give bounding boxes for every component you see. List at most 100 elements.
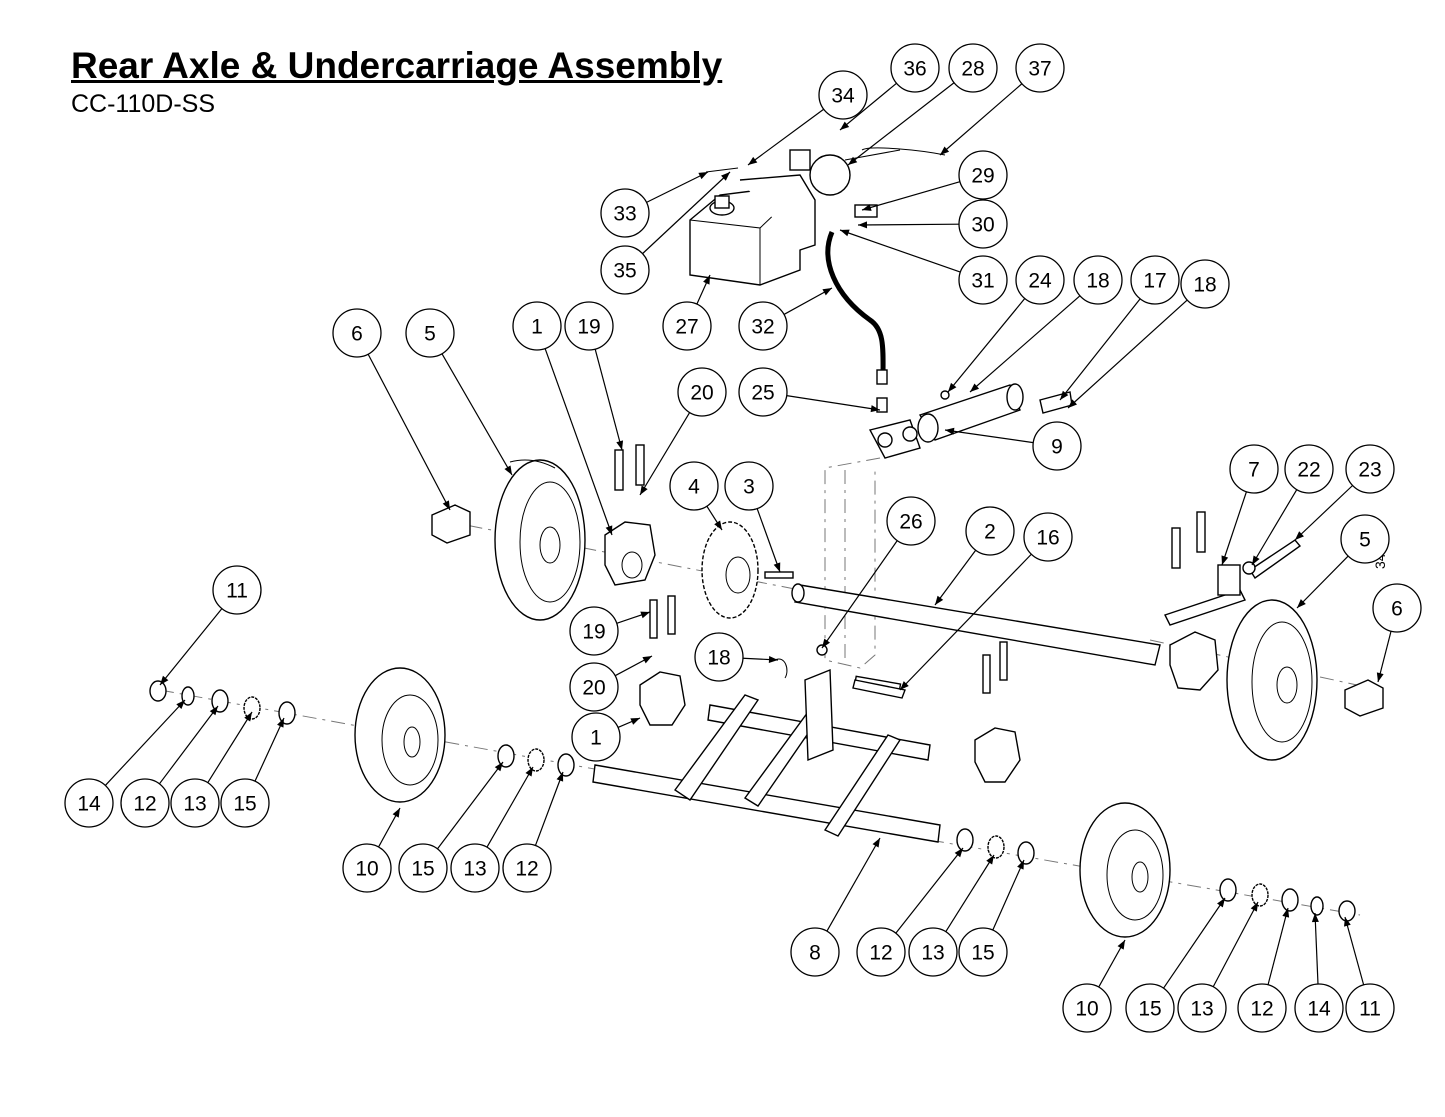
- drive-sprocket: [701, 521, 794, 619]
- callout-c37: 37: [1015, 43, 1065, 93]
- right-caster-wheel: [1079, 802, 1171, 938]
- leader-line-c29: [861, 181, 961, 211]
- callout-circle: [1177, 983, 1227, 1033]
- callout-circle: [1015, 255, 1065, 305]
- callout-c6a: 6: [332, 308, 382, 358]
- leader-arrowhead-c32: [822, 288, 832, 296]
- leader-line-c5b: [1296, 555, 1349, 609]
- leader-arrowhead-c12a: [209, 706, 218, 716]
- leader-line-c9: [944, 429, 1034, 444]
- leader-arrowhead-c36: [840, 121, 850, 130]
- callout-c5b: 5: [1340, 514, 1390, 564]
- leader-line-c32: [783, 287, 833, 315]
- callout-circle: [1032, 421, 1082, 471]
- callout-circle: [212, 565, 262, 615]
- leader-line-c18a: [969, 295, 1081, 393]
- leader-line-c12d: [1267, 907, 1289, 985]
- callout-c13b: 13: [450, 843, 500, 893]
- callout-circle: [1130, 255, 1180, 305]
- callout-number: 24: [1028, 270, 1052, 293]
- callout-circle: [569, 606, 619, 656]
- leader-line-c25: [786, 395, 881, 411]
- callout-number: 7: [1248, 459, 1260, 482]
- callout-circle: [120, 778, 170, 828]
- callout-number: 13: [1190, 998, 1213, 1021]
- callout-c22: 22: [1284, 444, 1334, 494]
- leader-line-c37: [939, 83, 1023, 156]
- callout-c15d: 15: [1125, 983, 1175, 1033]
- callout-number: 12: [133, 793, 156, 816]
- callout-c1b: 1: [571, 712, 621, 762]
- leader-line-c35: [642, 171, 731, 255]
- callout-number: 37: [1028, 58, 1051, 81]
- right-drive-wheel: 34: [1226, 553, 1388, 761]
- leader-line-c19a: [594, 349, 623, 451]
- callout-number: 29: [971, 165, 994, 188]
- callout-c14a: 14: [64, 778, 114, 828]
- leader-line-c12a: [158, 705, 219, 785]
- leader-line-c6a: [367, 353, 451, 511]
- callout-c32: 32: [738, 301, 788, 351]
- callout-circle: [818, 70, 868, 120]
- callout-c24: 24: [1015, 255, 1065, 305]
- callout-circle: [886, 496, 936, 546]
- leader-line-c22: [1251, 489, 1298, 566]
- callout-circle: [1015, 43, 1065, 93]
- callout-circle: [1073, 255, 1123, 305]
- callout-number: 5: [1359, 529, 1371, 552]
- callout-circle: [1062, 983, 1112, 1033]
- callout-circle: [1294, 983, 1344, 1033]
- pins-and-clips: [774, 644, 906, 699]
- callout-number: 34: [831, 85, 855, 108]
- callout-number: 35: [613, 260, 636, 283]
- callout-circle: [694, 632, 744, 682]
- leader-arrowhead-c8: [872, 838, 880, 848]
- callout-c4: 4: [669, 461, 719, 511]
- callout-circle: [724, 461, 774, 511]
- callout-c15c: 15: [958, 927, 1008, 977]
- leader-line-c20a: [639, 412, 691, 496]
- leader-line-c33: [646, 171, 709, 203]
- callout-number: 30: [971, 214, 994, 237]
- callout-number: 28: [961, 58, 984, 81]
- callout-number: 31: [971, 270, 994, 293]
- callout-c2: 2: [965, 506, 1015, 556]
- callout-circle: [600, 245, 650, 295]
- callout-c26: 26: [886, 496, 936, 546]
- callout-c3: 3: [724, 461, 774, 511]
- callout-circle: [398, 843, 448, 893]
- callout-circle: [890, 43, 940, 93]
- leader-arrowhead-c10b: [1117, 940, 1125, 950]
- callout-circle: [1125, 983, 1175, 1033]
- callout-number: 33: [613, 203, 636, 226]
- callout-circle: [790, 927, 840, 977]
- callout-number: 12: [515, 858, 538, 881]
- callout-number: 10: [355, 858, 378, 881]
- callout-circle: [450, 843, 500, 893]
- leader-line-c5a: [441, 353, 513, 476]
- callout-number: 20: [690, 382, 713, 405]
- callout-c15a: 15: [220, 778, 270, 828]
- callout-circle: [1340, 514, 1390, 564]
- model-number: CC-110D-SS: [71, 90, 216, 118]
- leader-line-c13a: [207, 711, 253, 783]
- leader-arrowhead-c31: [840, 229, 850, 237]
- leader-arrowhead-c23: [1295, 531, 1304, 540]
- callout-number: 19: [577, 316, 600, 339]
- callout-number: 18: [1193, 274, 1216, 297]
- left-caster-wheel: [354, 667, 446, 803]
- leader-line-c28: [847, 82, 955, 166]
- leader-arrowhead-c10a: [392, 808, 400, 818]
- hydraulic-power-unit: [689, 147, 946, 413]
- callout-number: 15: [971, 942, 994, 965]
- callout-circle: [220, 778, 270, 828]
- leader-line-c16: [899, 553, 1032, 691]
- callout-number: 22: [1297, 459, 1320, 482]
- callout-c1a: 1: [512, 301, 562, 351]
- callout-circle: [958, 255, 1008, 305]
- leader-arrowhead-c13a: [244, 712, 252, 722]
- callout-c15b: 15: [398, 843, 448, 893]
- callout-circle: [965, 506, 1015, 556]
- callout-c36: 36: [890, 43, 940, 93]
